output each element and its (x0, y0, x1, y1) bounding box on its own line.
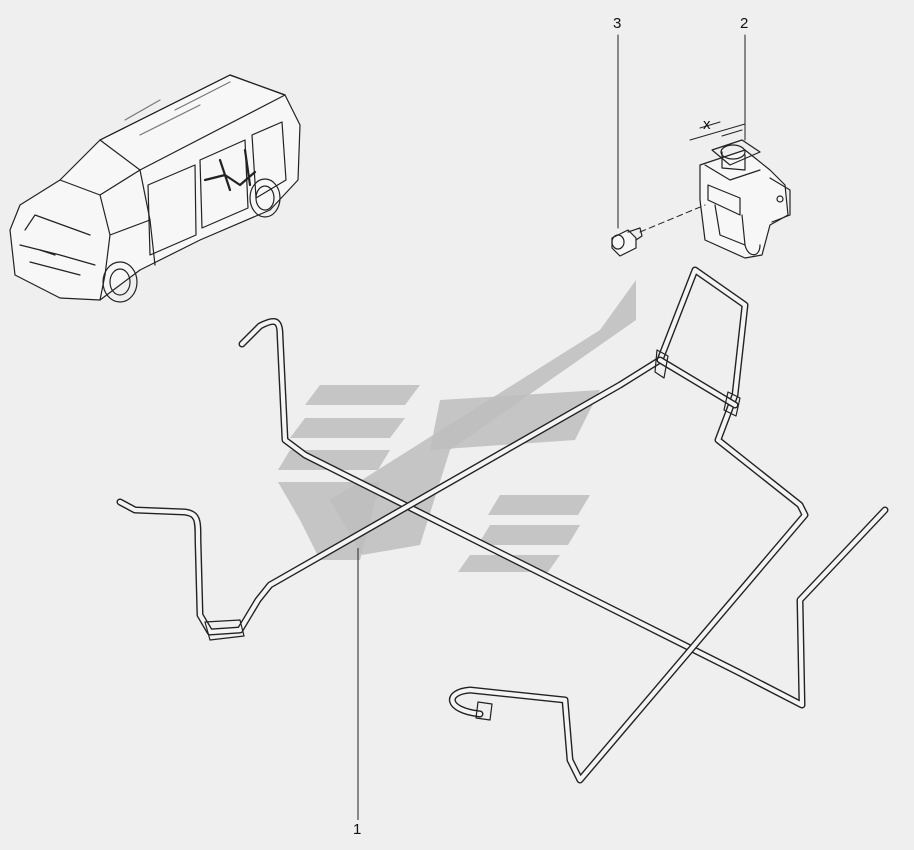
bolt-part (611, 34, 643, 257)
dimension-mark: x (703, 116, 711, 133)
wiring-harness-part (116, 266, 889, 820)
callout-part-1: 1 (353, 821, 361, 838)
callout-part-3: 3 (613, 15, 621, 32)
callout-part-2: 2 (740, 15, 748, 32)
vehicle-locator-icon (9, 74, 301, 303)
bracket-part (639, 34, 791, 259)
